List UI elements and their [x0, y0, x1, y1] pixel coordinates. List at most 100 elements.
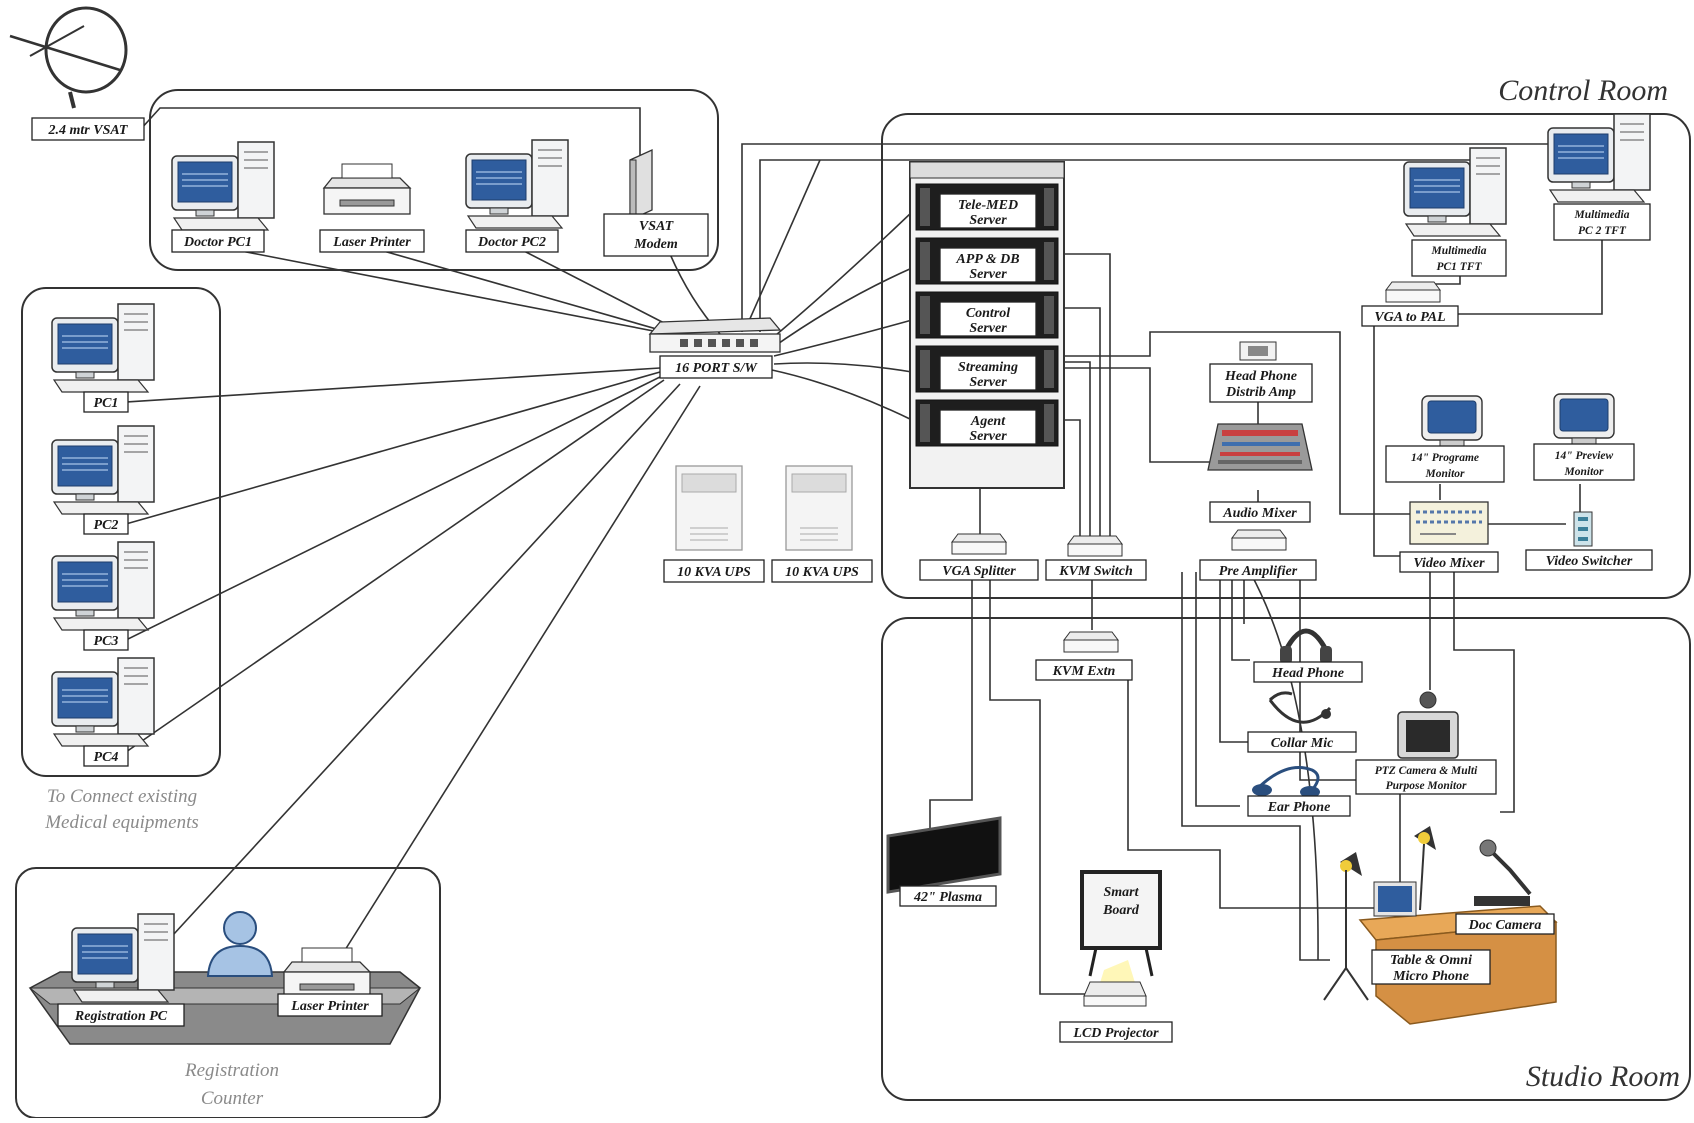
laser-printer-top-label: Laser Printer — [332, 235, 411, 250]
pc1-icon — [51, 303, 155, 393]
pc4-label: PC4 — [94, 750, 119, 765]
laser-printer-reg-icon — [283, 947, 371, 999]
pc2-label: PC2 — [94, 518, 119, 533]
programe-monitor-label-box — [1385, 445, 1505, 483]
control-server-label-line2: Server — [969, 321, 1007, 336]
audio-mixer-label: Audio Mixer — [1222, 506, 1297, 521]
plasma-label-box — [899, 885, 997, 907]
multimedia-pc2-label-line1: Multimedia — [1574, 209, 1630, 221]
multimedia-pc2-icon — [1547, 113, 1651, 203]
headphone-amp-label-line1: Head Phone — [1224, 369, 1297, 384]
control-room-border — [881, 113, 1691, 599]
collar-mic-icon — [1268, 691, 1332, 724]
agent-server-label-line2: Server — [969, 429, 1007, 444]
pc1-label: PC1 — [94, 396, 119, 411]
audio-mixer-label-box — [1209, 501, 1311, 523]
plasma-label: 42" Plasma — [913, 890, 982, 905]
lcd-projector-icon — [1083, 960, 1147, 1007]
vga-to-pal-label-box — [1361, 305, 1459, 327]
ptz-camera-icon — [1397, 691, 1459, 759]
existing-equipment-note-line1: To Connect existing — [47, 786, 197, 807]
pc3-label-box — [83, 629, 129, 651]
studio-light-icon — [1323, 826, 1436, 1001]
video-mixer-icon — [1409, 501, 1489, 545]
vsat-modem-label-line1: VSAT — [639, 219, 675, 234]
smart-board-icon — [1080, 870, 1162, 977]
agent-server-label-box — [939, 409, 1037, 445]
doc-camera-label: Doc Camera — [1468, 918, 1542, 933]
registration-pc-label-box — [57, 1003, 185, 1027]
video-switcher-label-box — [1525, 549, 1653, 571]
kvm-switch-label-box — [1045, 559, 1147, 581]
table-mic-label-line2: Micro Phone — [1392, 969, 1469, 984]
pc3-label: PC3 — [94, 634, 119, 649]
table-mic-label-box — [1371, 949, 1491, 985]
appdb-server-label-box — [939, 247, 1037, 283]
ear-phone-icon — [1252, 766, 1320, 798]
ups2-icon — [785, 465, 853, 551]
control-server-label-line1: Control — [966, 306, 1010, 321]
head-phone-label: Head Phone — [1271, 666, 1344, 681]
pc3-icon — [51, 541, 155, 631]
vga-splitter-label-box — [919, 559, 1039, 581]
kvm-extn-label-box — [1035, 659, 1133, 681]
person-icon — [206, 911, 274, 977]
ear-phone-label-box — [1247, 795, 1351, 817]
kvm-extn-icon — [1063, 631, 1119, 653]
video-mixer-label-box — [1399, 551, 1499, 573]
collar-mic-label-box — [1247, 731, 1357, 753]
laser-printer-reg-label-box — [277, 993, 383, 1017]
preview-monitor-icon — [1553, 393, 1615, 445]
table-mic-label-line1: Table & Omni — [1390, 953, 1472, 968]
streaming-server-label-line1: Streaming — [958, 360, 1018, 375]
ptz-camera-label-line2: Purpose Monitor — [1386, 780, 1467, 792]
preview-monitor-label-line2: Monitor — [1564, 466, 1605, 478]
registration-counter-line2: Counter — [201, 1088, 264, 1109]
vga-to-pal-icon — [1385, 281, 1441, 303]
multimedia-pc2-label-line2: PC 2 TFT — [1578, 225, 1627, 237]
switch-label-box — [659, 355, 773, 379]
doctor-pc2-label-box — [465, 229, 559, 253]
agent-server-label-line1: Agent — [970, 414, 1006, 429]
ptz-camera-label-line1: PTZ Camera & Multi — [1375, 765, 1478, 777]
ear-phone-label: Ear Phone — [1267, 800, 1331, 815]
pc4-icon — [51, 657, 155, 747]
pre-amplifier-label-box — [1199, 559, 1317, 581]
telemed-server-label-line2: Server — [969, 213, 1007, 228]
audio-mixer-icon — [1207, 423, 1313, 471]
headphone-amp-icon — [1239, 341, 1277, 361]
pc-group-border — [21, 287, 221, 777]
programe-monitor-icon — [1421, 395, 1483, 447]
programe-monitor-label-line2: Monitor — [1425, 468, 1466, 480]
preview-monitor-label-line1: 14" Preview — [1555, 450, 1614, 462]
ups1-label: 10 KVA UPS — [677, 565, 751, 580]
laser-printer-reg-label: Laser Printer — [290, 999, 369, 1014]
network-switch-icon — [648, 317, 782, 353]
studio-room-title: Studio Room — [1526, 1060, 1680, 1093]
multimedia-pc1-label-line2: PC1 TFT — [1436, 261, 1482, 273]
streaming-server-label-box — [939, 355, 1037, 391]
laser-printer-top-icon — [323, 163, 411, 215]
multimedia-pc2-label-box — [1553, 203, 1651, 241]
preview-monitor-label-box — [1533, 443, 1635, 481]
doctor-pc2-label: Doctor PC2 — [477, 235, 546, 250]
kvm-switch-icon — [1067, 535, 1123, 557]
kvm-switch-label: KVM Switch — [1058, 564, 1133, 579]
control-room-title: Control Room — [1498, 74, 1668, 107]
kvm-extn-label: KVM Extn — [1052, 664, 1116, 679]
switch-label: 16 PORT S/W — [675, 361, 758, 376]
vga-to-pal-label: VGA to PAL — [1374, 310, 1445, 325]
pre-amplifier-label: Pre Amplifier — [1219, 564, 1298, 579]
vsat-dish-label-box — [31, 117, 145, 141]
laser-printer-top-label-box — [319, 229, 425, 253]
ups1-icon — [675, 465, 743, 551]
pc1-label-box — [83, 391, 129, 413]
doctor-pc1-icon — [171, 141, 275, 231]
headphone-amp-label-line2: Distrib Amp — [1225, 385, 1296, 400]
streaming-server-label-line2: Server — [969, 375, 1007, 390]
pc2-icon — [51, 425, 155, 515]
doc-camera-label-box — [1455, 913, 1555, 935]
multimedia-pc1-icon — [1403, 147, 1507, 237]
doctor-pc2-icon — [465, 139, 569, 229]
control-server-label-box — [939, 301, 1037, 337]
